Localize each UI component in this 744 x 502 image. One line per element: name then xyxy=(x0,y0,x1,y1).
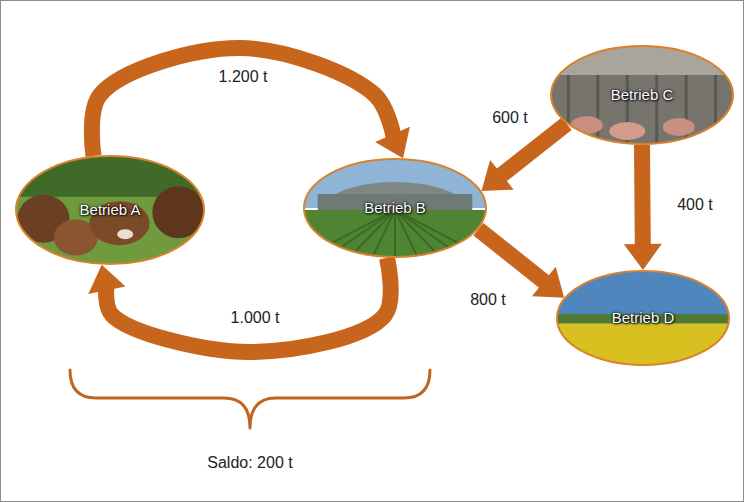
amount-label: 1.000 t xyxy=(228,308,283,327)
photo-content xyxy=(15,155,205,265)
flow-arrow xyxy=(481,124,566,191)
farm-ellipse: Betrieb A xyxy=(15,155,205,265)
photo-content xyxy=(303,158,487,258)
field xyxy=(303,210,487,258)
arrowhead xyxy=(481,160,513,191)
flow-arrow xyxy=(624,145,662,270)
farm-ellipse: Betrieb C xyxy=(550,45,734,145)
arrowhead xyxy=(88,265,125,294)
photo-content xyxy=(556,270,730,366)
crop-row xyxy=(372,210,395,258)
arrowhead xyxy=(624,244,662,270)
amount-label: 800 t xyxy=(467,290,509,309)
crop-row xyxy=(349,210,395,258)
rapeseed-field xyxy=(556,324,730,366)
ellipse-outline xyxy=(16,156,204,264)
farm-name: Betrieb D xyxy=(612,309,675,327)
pig xyxy=(663,118,695,136)
pen-bar xyxy=(567,75,570,145)
flow-arrow xyxy=(88,258,390,352)
crop-row xyxy=(395,210,464,258)
farm-ellipse: Betrieb B xyxy=(303,158,487,258)
arrowhead xyxy=(375,127,410,158)
farm-name: Betrieb A xyxy=(80,201,141,219)
flow-arrow xyxy=(478,229,564,298)
crop-row xyxy=(326,210,395,258)
ellipse-outline xyxy=(304,159,486,257)
crop-row xyxy=(395,210,441,258)
amount-label: 400 t xyxy=(674,195,716,214)
pig xyxy=(571,116,603,134)
crop-row xyxy=(394,210,396,258)
flow-arrow xyxy=(92,48,410,158)
ellipse-outline xyxy=(557,271,729,365)
farm-ellipse: Betrieb D xyxy=(556,270,730,366)
farm-name: Betrieb C xyxy=(611,86,674,104)
amount-label: 1.200 t xyxy=(216,67,271,86)
arrow-shaft xyxy=(634,145,651,247)
pen-bar xyxy=(714,75,717,145)
balance-label: Saldo: 200 t xyxy=(204,453,295,472)
arrow-shaft xyxy=(92,48,394,156)
curly-brace xyxy=(70,370,430,428)
pen-bar xyxy=(596,75,599,145)
cow-patch xyxy=(117,229,133,239)
pen-bar xyxy=(655,75,658,145)
arrow-shaft xyxy=(500,124,567,177)
meadow xyxy=(15,155,205,265)
farm-name: Betrieb B xyxy=(364,199,426,217)
arrow-shaft xyxy=(478,229,546,283)
photo-content xyxy=(550,45,734,145)
amount-label: 600 t xyxy=(489,108,531,127)
pig xyxy=(609,122,645,140)
barn-interior xyxy=(550,45,734,145)
arrowhead xyxy=(532,267,564,298)
ellipse-outline xyxy=(551,46,733,144)
arrow-shaft xyxy=(106,258,391,352)
